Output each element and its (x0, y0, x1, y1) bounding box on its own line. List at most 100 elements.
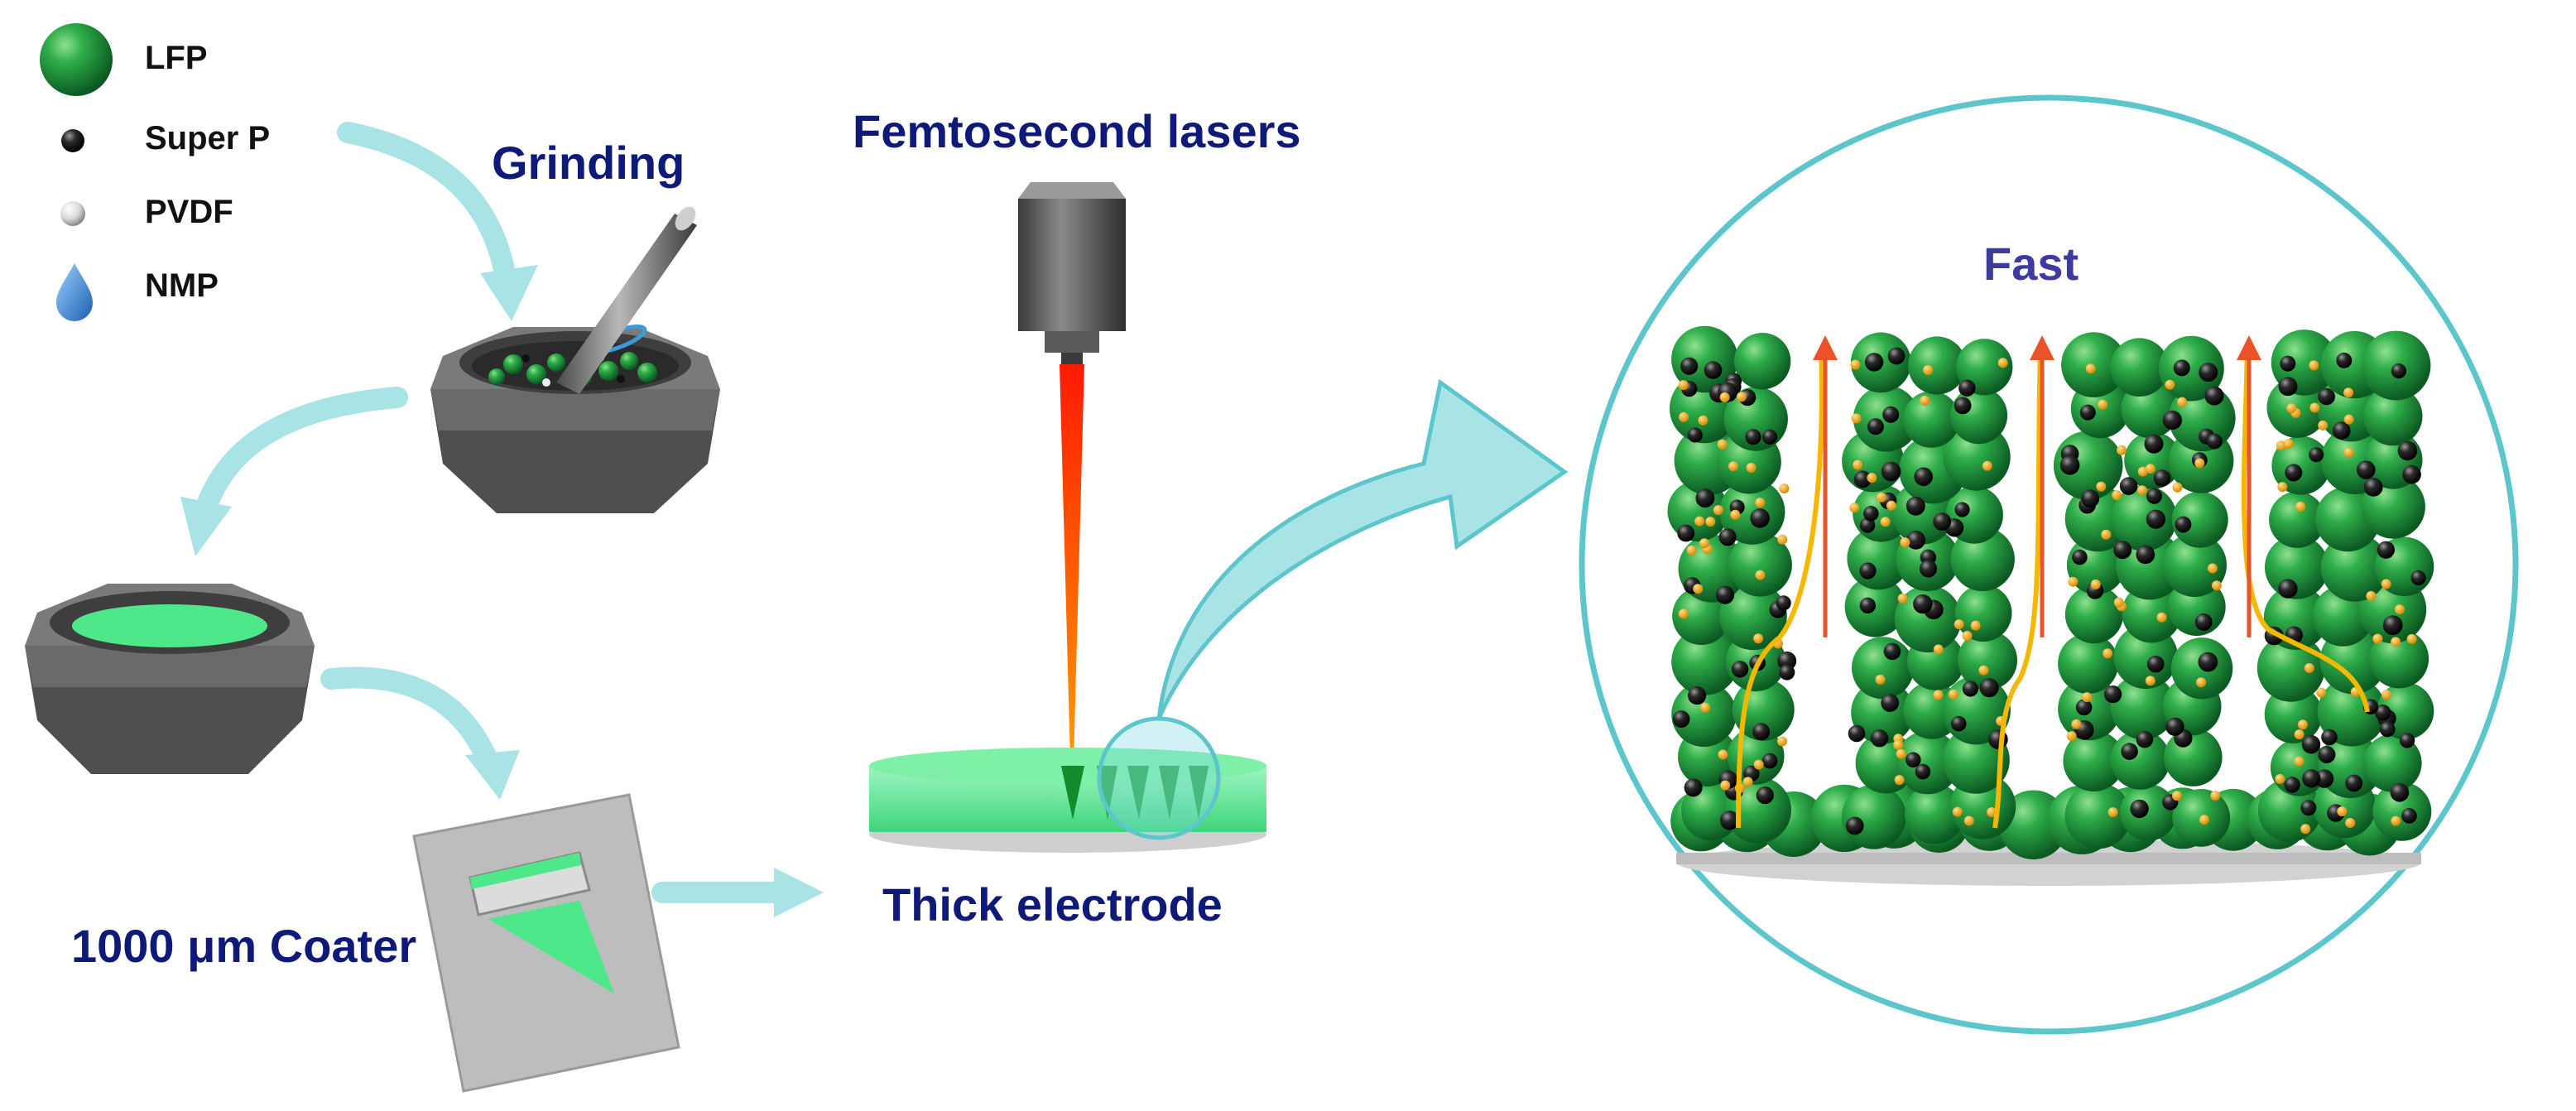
legend-label-lfp: LFP (145, 40, 208, 76)
li-ion (1948, 689, 1958, 700)
li-ion (2277, 482, 2288, 493)
electrode-pillars (1667, 325, 2434, 860)
super-p-particle (1853, 470, 1872, 488)
li-ion (2196, 677, 2207, 688)
li-ion (1777, 736, 1787, 747)
super-p-particle (2121, 743, 2138, 760)
li-ion (2391, 815, 2401, 826)
mortar-with-pestle (430, 206, 720, 513)
li-ion (1713, 505, 1723, 516)
super-p-particle (1914, 467, 1933, 487)
super-p-particle (1954, 397, 1972, 415)
lfp-particle (2369, 628, 2429, 689)
lfp-particle (2372, 782, 2432, 841)
super-p-particle (2130, 799, 2149, 819)
lfp-particle (2171, 491, 2228, 548)
coated-film (488, 901, 614, 993)
super-p-particle (2399, 733, 2415, 748)
super-p-particle (2153, 469, 2171, 487)
li-ion (1742, 777, 1753, 787)
super-p-particle (2194, 613, 2213, 631)
lfp-particle (1671, 325, 1738, 393)
super-p-particle (1864, 353, 1884, 372)
li-ion (2366, 590, 2377, 601)
super-p-particle (2144, 434, 2164, 454)
thick-electrode (869, 716, 1266, 853)
li-ion (1698, 415, 1709, 426)
lfp-particle (2061, 332, 2127, 397)
li-ion (2300, 824, 2311, 834)
li-ion (1777, 534, 1788, 545)
super-p-particle (1867, 418, 1884, 435)
li-ion (2117, 445, 2127, 455)
super-p-particle (1883, 642, 1901, 661)
super-p-particle (1906, 531, 1926, 550)
li-ion (1700, 702, 1711, 713)
lfp-particle (2164, 728, 2223, 786)
super-p-particle (2278, 377, 2298, 397)
li-ion (2082, 692, 2093, 703)
arrow-to-bowl (196, 387, 408, 516)
li-ion (2381, 579, 2391, 589)
coater-label: 1000 μm Coater (71, 920, 417, 972)
li-ion (2343, 447, 2354, 458)
super-p-particle (2390, 783, 2410, 802)
super-p-particle (1677, 524, 1695, 542)
li-ion (1853, 459, 1863, 470)
li-ion (1978, 665, 1989, 676)
li-ion (2309, 402, 2320, 413)
super-p-particle (1756, 786, 1774, 805)
super-p-particle (2079, 404, 2096, 421)
blue-droplet-icon (56, 263, 93, 321)
li-ion (1894, 775, 1905, 786)
li-ion (2137, 466, 2148, 477)
super-p-particle (1672, 710, 1690, 728)
li-ion (2283, 439, 2294, 449)
li-ion (2298, 719, 2308, 730)
li-ion (2316, 687, 2327, 698)
li-ion (1693, 584, 1704, 594)
arrowhead-coater (465, 750, 520, 800)
li-ion (2286, 403, 2297, 414)
li-ion (1851, 413, 1862, 424)
li-ion (1963, 815, 1974, 826)
li-ion (1923, 365, 1934, 375)
arrowhead-bowl (180, 497, 232, 556)
lfp-particle (2159, 335, 2224, 402)
magnifier-circle (1097, 716, 1221, 840)
li-ion (1880, 517, 1891, 527)
pestle (556, 214, 697, 394)
super-p-particle (1718, 528, 1737, 546)
li-ion (2318, 420, 2328, 430)
super-p-particle (1887, 347, 1906, 365)
lfp-particle (1671, 628, 1739, 695)
lfp-particle (2110, 674, 2176, 740)
green-sphere-icon (40, 23, 113, 96)
lfp-particle (1908, 336, 1967, 395)
super-p-particle (1745, 429, 1761, 445)
lfp-particle (2269, 491, 2326, 548)
lfp-particle (1719, 479, 1785, 545)
super-p-particle (1715, 585, 1735, 604)
lfp-particle (2317, 677, 2386, 747)
super-p-particle (2410, 570, 2426, 586)
li-ion (2294, 756, 2304, 767)
zoomed-view (1579, 94, 2519, 1035)
ion-paths (1736, 347, 2370, 829)
li-ion (1679, 411, 1689, 422)
super-p-particle (2198, 652, 2218, 672)
li-ion (2199, 815, 2209, 825)
white-sphere-icon (60, 201, 85, 226)
li-ion (2194, 458, 2205, 469)
lfp-particle (2111, 485, 2177, 551)
li-ion (2098, 399, 2108, 410)
li-ion (1753, 633, 1764, 644)
li-ion (2294, 729, 2304, 740)
lfp-particle (2122, 583, 2182, 643)
super-p-particle (2207, 433, 2223, 450)
lfp-particle (2110, 338, 2169, 397)
super-p-particle (1906, 752, 1921, 768)
super-p-particle (1731, 661, 1749, 678)
super-p-particle (1950, 715, 1967, 732)
li-ion (2381, 690, 2391, 700)
